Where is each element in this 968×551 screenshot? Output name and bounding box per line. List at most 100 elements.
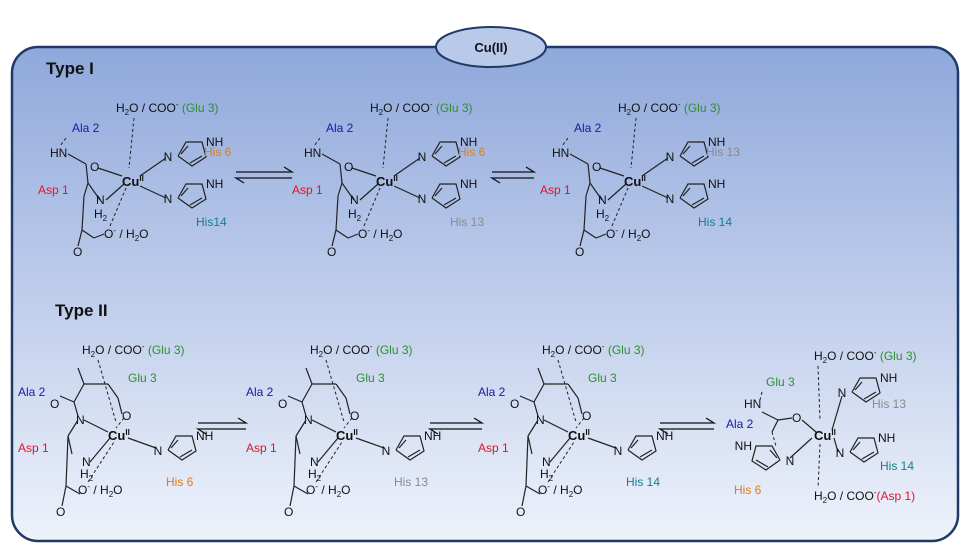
amide-nh: HN bbox=[552, 146, 569, 160]
equilibrium-arrow-reverse bbox=[489, 177, 534, 184]
bond bbox=[335, 195, 339, 231]
carbonyl-oxygen: O bbox=[510, 397, 519, 411]
coordination-bond bbox=[759, 391, 763, 401]
bond bbox=[537, 367, 545, 385]
bond bbox=[577, 397, 583, 415]
bond bbox=[583, 229, 597, 239]
carbonyl-oxygen: O bbox=[344, 160, 353, 174]
imidazole-nh: NH bbox=[206, 177, 223, 191]
bond bbox=[852, 441, 861, 451]
bond bbox=[93, 233, 105, 239]
coordination-bond bbox=[561, 137, 569, 147]
type-ii-equilibrium-arrows bbox=[195, 417, 717, 435]
coordination-bond bbox=[313, 137, 321, 147]
residue-glu3-label: Glu 3 bbox=[588, 371, 617, 385]
carboxylate-oxygen: O bbox=[575, 245, 584, 259]
bond bbox=[85, 163, 89, 184]
amide-nh: HN bbox=[744, 397, 761, 411]
bond bbox=[407, 449, 421, 458]
bond bbox=[755, 459, 769, 468]
imidazole-nitrogen: N bbox=[838, 386, 847, 400]
amine-nitrogen: N bbox=[350, 193, 359, 207]
bond bbox=[295, 419, 307, 437]
axial-ligand-label: O- / H2O bbox=[306, 482, 350, 499]
imidazole-nitrogen: N bbox=[786, 454, 795, 468]
residue-his6-label: His 6 bbox=[166, 475, 194, 489]
bond bbox=[167, 435, 197, 461]
bond bbox=[177, 183, 207, 209]
amine-h2: H2 bbox=[540, 467, 554, 483]
imidazole-nh: NH bbox=[206, 135, 223, 149]
coordination-bond bbox=[59, 137, 67, 147]
residue-asp1-label: Asp 1 bbox=[246, 441, 277, 455]
bond bbox=[65, 435, 69, 487]
bond bbox=[777, 417, 793, 421]
bond bbox=[65, 485, 81, 495]
residue-his14-label: His14 bbox=[196, 215, 227, 229]
bond bbox=[355, 437, 385, 449]
bond bbox=[519, 395, 535, 403]
bond bbox=[431, 183, 461, 209]
bond bbox=[295, 435, 301, 455]
equilibrium-arrow-forward bbox=[492, 166, 537, 173]
bond bbox=[77, 367, 85, 385]
residue-asp1-label: Asp 1 bbox=[478, 441, 509, 455]
equilibrium-arrow-forward bbox=[660, 417, 717, 424]
bond bbox=[301, 383, 313, 403]
copper-center: CuII bbox=[376, 174, 398, 189]
coordination-bond bbox=[547, 441, 575, 483]
imidazole-nh: NH bbox=[424, 429, 441, 443]
residue-ala2-label: Ala 2 bbox=[478, 385, 506, 399]
coordination-bond bbox=[109, 187, 127, 227]
bond bbox=[105, 183, 125, 201]
residue-ala2-label: Ala 2 bbox=[246, 385, 274, 399]
bond bbox=[311, 419, 337, 433]
amine-nitrogen: N bbox=[96, 193, 105, 207]
amine-h2: H2 bbox=[596, 207, 610, 223]
imidazole-nh: NH bbox=[656, 429, 673, 443]
bond bbox=[287, 395, 303, 403]
residue-ala2-label: Ala 2 bbox=[326, 121, 354, 135]
axial-ligand-label: H2O / COO- (Glu 3) bbox=[82, 342, 185, 359]
bond bbox=[179, 449, 193, 458]
bond bbox=[431, 141, 461, 167]
bond bbox=[351, 167, 377, 177]
bond bbox=[639, 449, 653, 458]
axial-ligand-label: H2O / COO- (Glu 3) bbox=[814, 348, 917, 365]
imidazole-nh: NH bbox=[735, 439, 752, 453]
bond bbox=[67, 419, 79, 437]
carbonyl-oxygen: O bbox=[90, 160, 99, 174]
bond bbox=[641, 185, 669, 199]
type-ii-heading: Type II bbox=[55, 301, 108, 320]
bond bbox=[691, 155, 705, 164]
residue-his13-label: His 13 bbox=[872, 397, 906, 411]
imidazole-nitrogen: N bbox=[164, 192, 173, 206]
bond bbox=[73, 401, 79, 417]
imidazole-nitrogen: N bbox=[418, 150, 427, 164]
bond bbox=[321, 153, 341, 165]
bond bbox=[359, 183, 379, 201]
bond bbox=[317, 437, 339, 463]
imidazole-his6: N NH bbox=[735, 439, 795, 471]
copper-center: CuII bbox=[336, 428, 358, 443]
imidazole-nh: NH bbox=[708, 135, 725, 149]
bond bbox=[521, 485, 527, 507]
bond bbox=[587, 437, 617, 449]
bond bbox=[117, 397, 123, 415]
bond bbox=[81, 229, 95, 239]
axial-ligand-label: H2O / COO- (Glu 3) bbox=[310, 342, 413, 359]
bond bbox=[301, 401, 307, 417]
bond bbox=[679, 141, 709, 167]
bond bbox=[525, 435, 529, 487]
imidazole-nitrogen: N bbox=[154, 444, 163, 458]
bond bbox=[293, 435, 297, 487]
bond bbox=[682, 145, 691, 155]
coordination-bond bbox=[343, 417, 353, 429]
equilibrium-arrow-forward bbox=[198, 417, 249, 424]
amine-nitrogen: N bbox=[598, 193, 607, 207]
